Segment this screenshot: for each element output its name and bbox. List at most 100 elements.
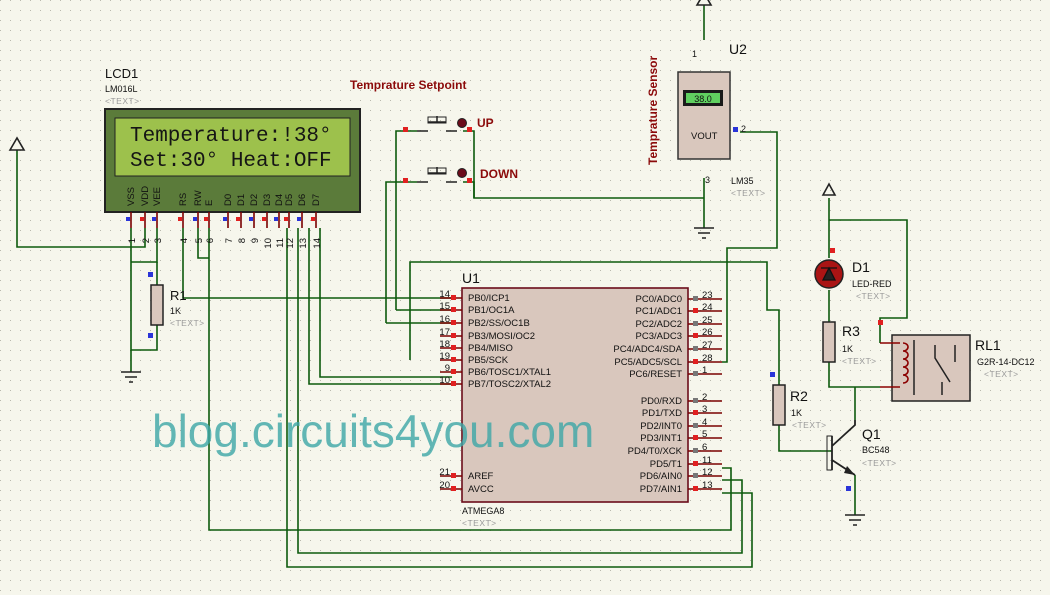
relay-text-placeholder: <TEXT> [984, 369, 1019, 379]
resistor-r1[interactable]: R1 1K <TEXT> [148, 272, 205, 338]
mcu-pin-number: 4 [702, 417, 707, 428]
lcd-pin-name: D4 [274, 194, 285, 206]
mcu-pin-marker [451, 345, 456, 350]
mcu-pin-number: 23 [702, 290, 713, 301]
mcu-pin-marker [451, 473, 456, 478]
sensor-pin-1: 1 [692, 49, 697, 59]
relay-ref: RL1 [975, 337, 1001, 353]
lcd-pin-number: 8 [237, 238, 248, 243]
mcu-pin-marker [451, 320, 456, 325]
mcu-pin-name: PB2/SS/OC1B [468, 318, 530, 329]
mcu-pin-marker [693, 346, 698, 351]
lcd-ref: LCD1 [105, 66, 138, 81]
led-text-placeholder: <TEXT> [856, 291, 891, 301]
lcd-module[interactable]: LCD1 LM016L <TEXT> Temperature:!38° Set:… [104, 66, 361, 249]
lcd-pin-marker [140, 217, 144, 221]
sensor-ground [694, 227, 714, 239]
sensor-vout: VOUT [691, 131, 718, 142]
mcu-pin-name: PC6/RESET [629, 369, 682, 380]
led-d1[interactable]: D1 LED-RED <TEXT> [814, 182, 892, 301]
mcu-pin-number: 3 [702, 404, 707, 415]
r1-pin-marker-bottom [148, 333, 153, 338]
r2-ref: R2 [790, 388, 808, 404]
lcd-pin-marker [249, 217, 253, 221]
lcd-pin-name: D7 [311, 194, 322, 206]
lcd-pin-name: D3 [262, 194, 273, 206]
lcd-pin-marker [274, 217, 278, 221]
lcd-pin-marker [126, 217, 130, 221]
lcd-pin-number: 5 [194, 238, 205, 243]
mcu-pin-marker [451, 307, 456, 312]
mcu-pin-name: PC4/ADC4/SDA [613, 344, 682, 355]
mcu-pin-name: PD0/RXD [641, 396, 682, 407]
mcu-pin-name: PC3/ADC3 [636, 331, 682, 342]
sensor-pin-2: 2 [741, 124, 746, 134]
relay-pin-marker [878, 320, 883, 325]
lcd-pin-marker [178, 217, 182, 221]
lcd-pin-number: 10 [263, 238, 274, 249]
mcu-pin-name: PC2/ADC2 [636, 319, 682, 330]
mcu-pin-marker [451, 381, 456, 386]
transistor-q1[interactable]: Q1 BC548 <TEXT> [826, 420, 897, 526]
mcu-pin-marker [693, 410, 698, 415]
setpoint-title: Temprature Setpoint [350, 78, 466, 92]
mcu-text-placeholder: <TEXT> [462, 518, 497, 528]
lcd-pin-marker [284, 217, 288, 221]
mcu-ref: U1 [462, 270, 480, 286]
mcu-pin-number: 13 [702, 480, 713, 491]
led-power-arrow [821, 182, 837, 196]
resistor-r2[interactable]: R2 1K <TEXT> [770, 372, 827, 430]
mcu-pin-name: PD3/INT1 [640, 433, 682, 444]
lcd-pin-number: 11 [275, 238, 286, 248]
relay-rl1[interactable]: RL1 G2R-14-DC12 <TEXT> [878, 320, 1035, 402]
wires [16, 5, 908, 568]
sensor-readout: 38.0 [694, 94, 712, 104]
mcu-pin-marker [693, 359, 698, 364]
r2-value: 1K [791, 408, 802, 418]
r1-ref: R1 [170, 288, 187, 303]
sensor-model: LM35 [731, 176, 754, 186]
mcu-pin-marker [693, 371, 698, 376]
lcd-pin-marker [193, 217, 197, 221]
lcd-pin-number: 3 [153, 238, 164, 243]
mcu-pin-number: 18 [439, 339, 450, 350]
lcd-pin-number: 9 [250, 238, 261, 243]
lcd-pin-marker [223, 217, 227, 221]
lcd-pin-name: D2 [249, 194, 260, 206]
down-button[interactable]: DOWN [403, 167, 518, 183]
lcd-pin-name: VDD [140, 186, 151, 206]
mcu-pin-marker [451, 333, 456, 338]
temperature-sensor-u2[interactable]: Temprature Sensor 1 U2 38.0 VOUT 2 3 LM3… [646, 0, 766, 239]
r1-value: 1K [170, 306, 181, 316]
resistor-r3[interactable]: R3 1K <TEXT> [822, 321, 877, 366]
q1-emitter-arrow [844, 466, 855, 475]
mcu-pin-marker [693, 308, 698, 313]
mcu-pin-number: 9 [445, 363, 450, 374]
q1-pin-marker [846, 486, 851, 491]
mcu-pin-number: 15 [439, 301, 450, 312]
lcd-pin-name: D5 [284, 194, 295, 206]
mcu-pin-name: PC1/ADC1 [636, 306, 682, 317]
mcu-pin-name: PD2/INT0 [640, 421, 682, 432]
mcu-pin-number: 10 [439, 375, 450, 386]
mcu-pin-number: 21 [439, 467, 450, 478]
lcd-pin-marker [152, 217, 156, 221]
up-button[interactable]: UP [403, 116, 494, 132]
relay-body [891, 334, 971, 402]
sensor-display-window [686, 93, 720, 103]
mcu-pin-number: 1 [702, 365, 707, 376]
lcd-pin-marker [297, 217, 301, 221]
mcu-pin-number: 2 [702, 392, 707, 403]
mcu-pin-number: 6 [702, 442, 707, 453]
down-button-label: DOWN [480, 167, 518, 181]
sensor-caption: Temprature Sensor [646, 56, 660, 165]
sensor-body [677, 71, 731, 160]
relay-coil [880, 342, 909, 388]
mcu-pin-number: 16 [439, 314, 450, 325]
lcd-model: LM016L [105, 84, 138, 94]
r1-pin-marker-top [148, 272, 153, 277]
mcu-pin-name: AREF [468, 471, 494, 482]
mcu-pin-name: PC5/ADC5/SCL [614, 357, 682, 368]
